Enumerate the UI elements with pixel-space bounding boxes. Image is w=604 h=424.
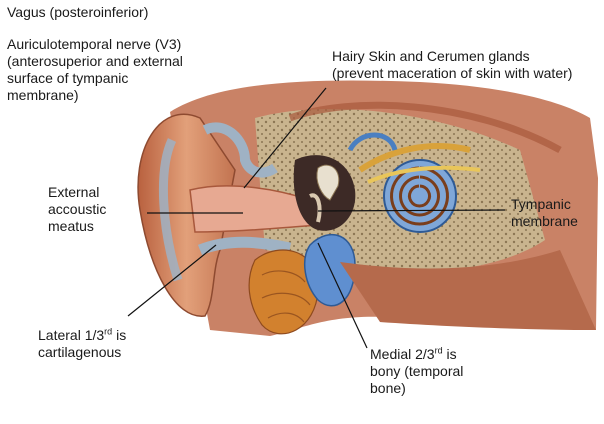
- label-lateral-third: Lateral 1/3rd is cartilagenous: [38, 327, 126, 361]
- auricle-cartilage: [158, 138, 183, 282]
- neck-region: [340, 250, 596, 330]
- medial-sup: rd: [434, 345, 443, 356]
- lateral-suffix: is cartilagenous: [38, 327, 127, 360]
- label-medial-two-thirds: Medial 2/3rd is bony (temporal bone): [370, 346, 463, 397]
- label-tympanic-membrane: Tympanic membrane: [511, 196, 578, 229]
- eustachian-tube: [303, 234, 356, 307]
- leader-tympanic-membrane: [317, 209, 506, 212]
- lateral-prefix: Lateral 1/3: [38, 327, 105, 343]
- label-auriculotemporal-nerve: Auriculotemporal nerve (V3) (anterosuper…: [7, 36, 183, 103]
- medial-suffix: is bony (temporal bone): [370, 346, 464, 396]
- gland-lobules: [261, 270, 311, 323]
- cochlea-outer: [383, 159, 457, 233]
- lower-cartilage: [197, 236, 292, 256]
- ossicles: [316, 164, 340, 201]
- label-vagus: Vagus (posteroinferior): [7, 4, 149, 20]
- upper-muscle: [288, 101, 562, 154]
- parotid-gland: [248, 249, 319, 335]
- facial-nerve: [367, 165, 481, 184]
- label-hairy-skin-cerumen: Hairy Skin and Cerumen glands (prevent m…: [332, 48, 573, 81]
- lateral-sup: rd: [104, 326, 113, 337]
- leader-medial: [317, 242, 368, 349]
- cochlea-spiral: [390, 166, 449, 226]
- upper-cartilage: [202, 122, 278, 178]
- medial-prefix: Medial 2/3: [370, 346, 435, 362]
- leader-lateral: [127, 244, 217, 317]
- tympanic-membrane-shape: [309, 193, 322, 223]
- vestibular-nerve: [358, 143, 471, 173]
- label-external-acoustic-meatus: External accoustic meatus: [48, 184, 107, 234]
- semicircular-canal: [347, 132, 398, 152]
- leader-hairy-skin: [243, 87, 327, 189]
